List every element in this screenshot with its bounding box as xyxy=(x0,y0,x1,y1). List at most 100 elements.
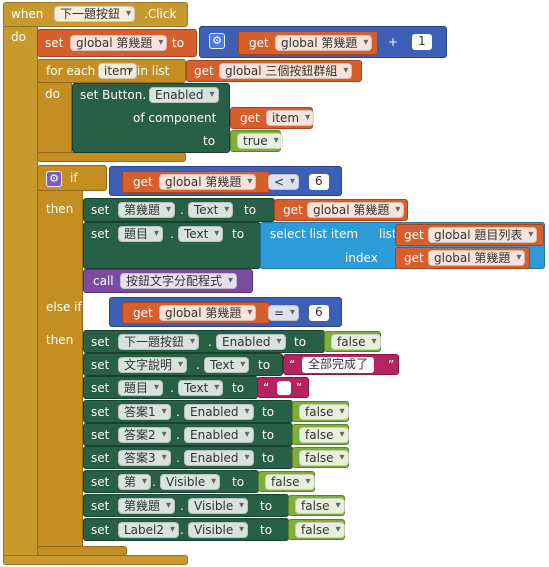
property-dropdown[interactable]: Enabled xyxy=(184,404,254,420)
false-dropdown[interactable]: false xyxy=(295,522,345,538)
property-dropdown[interactable]: Text xyxy=(204,357,250,373)
get-var-dropdown[interactable]: global 第幾題 xyxy=(307,202,405,218)
list-var-dropdown[interactable]: global 三個按鈕群組 xyxy=(219,63,353,79)
component-dropdown[interactable]: 第幾題 xyxy=(118,498,176,514)
dot-label: . xyxy=(196,358,200,372)
dot-label: . xyxy=(176,451,180,465)
false-block[interactable]: false xyxy=(288,495,345,516)
component-dropdown[interactable]: 答案1 xyxy=(118,404,171,420)
component-dropdown[interactable]: 答案3 xyxy=(118,450,171,466)
component-dropdown[interactable]: 第幾題 xyxy=(118,202,176,218)
operator-dropdown[interactable]: < xyxy=(268,174,300,190)
get-index-block[interactable]: get global 第幾題 xyxy=(395,247,530,269)
gear-icon[interactable]: ⚙ xyxy=(46,171,62,187)
false-dropdown[interactable]: false xyxy=(265,474,315,490)
set-answer1-enabled-block[interactable]: set 答案1 . Enabled to xyxy=(83,400,293,423)
text-string-field[interactable]: 全部完成了 xyxy=(302,357,375,373)
get-global-block[interactable]: get global 第幾題 xyxy=(122,171,270,193)
false-block[interactable]: false xyxy=(292,401,349,422)
set-label-visible-block[interactable]: set 第 . Visible to xyxy=(83,470,259,493)
math-add-block[interactable]: ⚙ get global 第幾題 + 1 xyxy=(199,26,447,58)
compare-less-block[interactable]: get global 第幾題 < 6 xyxy=(109,166,342,196)
when-label: when xyxy=(11,7,44,21)
item-dropdown[interactable]: item xyxy=(266,110,315,126)
get-global-block[interactable]: get global 第幾題 xyxy=(122,302,270,324)
event-block-click[interactable]: when 下一題按鈕 .Click xyxy=(3,2,188,27)
true-block[interactable]: true xyxy=(230,130,283,152)
list-var-dropdown[interactable]: global 題目列表 xyxy=(428,227,538,243)
set-generic-button-block[interactable]: set Button. Enabled of component to xyxy=(72,83,230,153)
get-label: get xyxy=(404,228,424,242)
index-var-dropdown[interactable]: global 第幾題 xyxy=(428,250,526,266)
false-block[interactable]: false xyxy=(292,424,349,445)
property-dropdown[interactable]: Text xyxy=(178,226,224,242)
property-dropdown[interactable]: Visible xyxy=(188,522,249,538)
component-dropdown[interactable]: 第 xyxy=(118,474,152,490)
event-name-label: .Click xyxy=(144,7,177,21)
component-dropdown[interactable]: 文字說明 xyxy=(118,357,188,373)
property-dropdown[interactable]: Enabled xyxy=(149,87,219,103)
property-dropdown[interactable]: Text xyxy=(178,380,224,396)
to-label: to xyxy=(232,381,245,395)
set-label-text-block[interactable]: set 第幾題 . Text to xyxy=(83,198,275,222)
component-dropdown[interactable]: 題目 xyxy=(118,226,164,242)
get-list-block[interactable]: get global 三個按鈕群組 xyxy=(186,60,362,82)
if-block[interactable]: ⚙ if xyxy=(37,165,107,191)
empty-text-block[interactable]: “ ” xyxy=(257,377,309,398)
set-question-text-block[interactable]: set 題目 . Text to xyxy=(83,376,258,399)
set-next-button-enabled-block[interactable]: set 下一題按鈕 . Enabled to xyxy=(83,330,325,353)
select-list-item-block[interactable]: select list item list index get global 題… xyxy=(260,222,545,269)
property-dropdown[interactable]: Visible xyxy=(188,498,249,514)
set-question-number-visible-block[interactable]: set 第幾題 . Visible to xyxy=(83,494,289,517)
number-field[interactable]: 1 xyxy=(412,34,432,50)
call-procedure-block[interactable]: call 按鈕文字分配程式 xyxy=(83,269,253,293)
component-dropdown[interactable]: 題目 xyxy=(118,380,164,396)
get-global-block[interactable]: get global 第幾題 xyxy=(274,199,408,221)
false-dropdown[interactable]: false xyxy=(299,404,349,420)
property-dropdown[interactable]: Enabled xyxy=(184,427,254,443)
get-global-block[interactable]: get global 第幾題 xyxy=(238,31,378,55)
false-dropdown[interactable]: false xyxy=(295,498,345,514)
get-var-dropdown[interactable]: global 第幾題 xyxy=(159,305,257,321)
false-block[interactable]: false xyxy=(324,331,381,352)
get-item-block[interactable]: get item xyxy=(230,107,315,129)
false-dropdown[interactable]: false xyxy=(299,427,349,443)
property-dropdown[interactable]: Visible xyxy=(160,474,221,490)
get-var-dropdown[interactable]: global 第幾題 xyxy=(159,174,257,190)
gear-icon[interactable]: ⚙ xyxy=(209,33,225,49)
get-list-block[interactable]: get global 題目列表 xyxy=(395,224,544,246)
set-question-text-block[interactable]: set 題目 . Text to xyxy=(83,222,261,269)
false-block[interactable]: false xyxy=(288,519,345,540)
var-dropdown[interactable]: global 第幾題 xyxy=(70,35,168,51)
property-dropdown[interactable]: Enabled xyxy=(216,334,286,350)
number-field[interactable]: 6 xyxy=(309,305,329,321)
text-string-block[interactable]: “ 全部完成了 ” xyxy=(283,354,399,375)
to-label: to xyxy=(244,203,257,217)
set-label2-visible-block[interactable]: set Label2 . Visible to xyxy=(83,518,289,541)
compare-equal-block[interactable]: get global 第幾題 = 6 xyxy=(109,297,342,327)
false-dropdown[interactable]: false xyxy=(331,334,381,350)
false-block[interactable]: false xyxy=(258,471,315,492)
open-quote: “ xyxy=(289,358,296,372)
procedure-dropdown[interactable]: 按鈕文字分配程式 xyxy=(120,273,238,289)
event-footer xyxy=(3,555,188,565)
get-var-dropdown[interactable]: global 第幾題 xyxy=(275,35,373,51)
set-answer2-enabled-block[interactable]: set 答案2 . Enabled to xyxy=(83,423,293,446)
item-variable-field[interactable]: item xyxy=(98,63,138,79)
component-dropdown[interactable]: Label2 xyxy=(118,522,180,538)
set-answer3-enabled-block[interactable]: set 答案3 . Enabled to xyxy=(83,446,293,469)
false-dropdown[interactable]: false xyxy=(299,450,349,466)
true-dropdown[interactable]: true xyxy=(237,133,283,149)
component-dropdown[interactable]: 答案2 xyxy=(118,427,171,443)
operator-dropdown[interactable]: = xyxy=(268,305,300,321)
property-dropdown[interactable]: Enabled xyxy=(184,450,254,466)
false-block[interactable]: false xyxy=(292,447,349,468)
component-dropdown[interactable]: 下一題按鈕 xyxy=(118,334,200,350)
for-each-block[interactable]: for each item in list xyxy=(37,59,186,83)
set-global-block[interactable]: set global 第幾題 to xyxy=(37,29,197,57)
property-dropdown[interactable]: Text xyxy=(188,202,234,218)
component-dropdown[interactable]: 下一題按鈕 xyxy=(54,6,136,22)
set-description-text-block[interactable]: set 文字說明 . Text to xyxy=(83,353,283,376)
empty-text-field[interactable] xyxy=(277,381,291,395)
number-field[interactable]: 6 xyxy=(309,174,329,190)
